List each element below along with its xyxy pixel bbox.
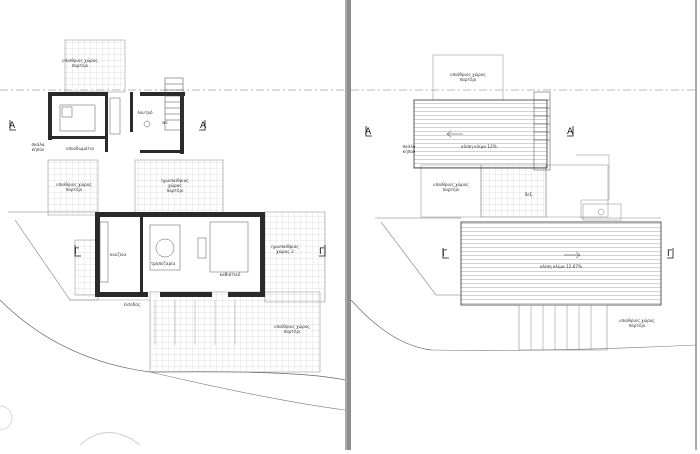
- building-walls: [48, 92, 265, 297]
- label-bathroom: λουτρό: [137, 110, 153, 115]
- label-wc: wc: [162, 120, 168, 125]
- upper-roof: [413, 99, 548, 169]
- roof-plan-pane[interactable]: Α Α Γ Γ κλίση κλίμα 12% κλίση κλίμα 12,6…: [350, 0, 700, 450]
- section-g-right: Γ: [319, 247, 324, 257]
- pane-divider[interactable]: [347, 0, 351, 450]
- section-a-left: Α: [9, 121, 16, 131]
- label-kitchen: κουζίνα: [110, 252, 126, 257]
- label-tank: δεξ.: [525, 192, 534, 197]
- label-roof-lower: κλίση κλίμα 12,67%: [540, 264, 582, 269]
- section-a-right: Α: [200, 121, 207, 131]
- furniture: [59, 97, 249, 283]
- label-entrance: είσοδος: [124, 302, 141, 307]
- section-g-left: Γ: [442, 249, 447, 259]
- roof-plan-drawing: Α Α Γ Γ κλίση κλίμα 12% κλίση κλίμα 12,6…: [350, 0, 697, 450]
- north-terrace: [64, 39, 126, 93]
- section-g-left: Γ: [74, 247, 79, 257]
- label-living: καθιστικό: [220, 272, 241, 277]
- label-roof-upper: κλίση κλίμα 12%: [461, 144, 496, 149]
- lower-roof: [460, 221, 662, 306]
- exterior-stair: [164, 77, 184, 131]
- label-dining: τραπεζαρία: [151, 261, 176, 266]
- section-a-right: Α: [567, 127, 574, 137]
- label-bedroom: υπνοδωμάτιο: [66, 146, 94, 151]
- section-a-left: Α: [365, 127, 372, 137]
- section-g-right: Γ: [667, 249, 672, 259]
